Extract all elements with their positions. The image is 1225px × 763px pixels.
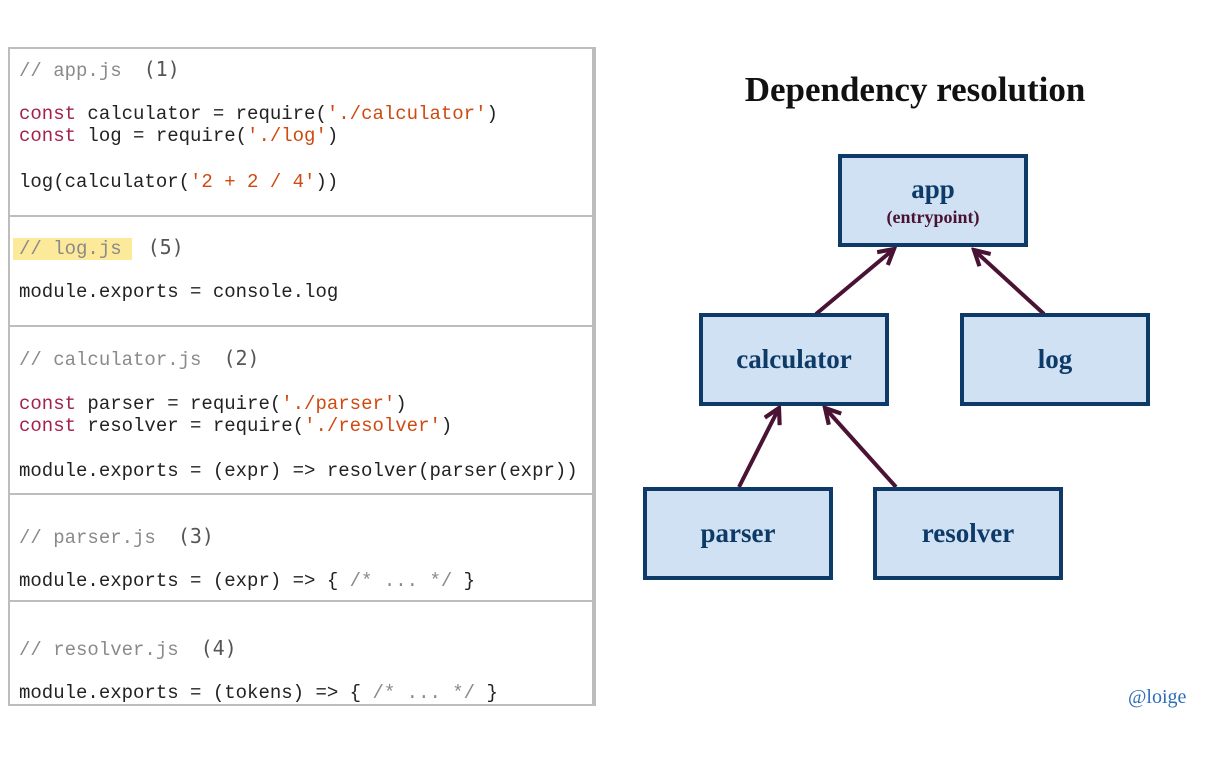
code-block-app: // app.js (1) const calculator = require(… <box>10 49 592 217</box>
code-text: } <box>475 682 498 704</box>
node-app: app (entrypoint) <box>838 154 1028 247</box>
node-parser: parser <box>643 487 833 580</box>
order-number: (3) <box>177 524 214 548</box>
order-number: (5) <box>147 235 184 259</box>
code-line: const calculator = require('./calculator… <box>19 103 498 125</box>
code-text: parser = require( <box>76 393 282 415</box>
code-text: ) <box>326 125 339 147</box>
code-text: calculator = require( <box>76 103 327 125</box>
author-handle: @loige <box>1128 686 1187 708</box>
keyword: const <box>19 103 77 125</box>
code-block-parser: // parser.js (3) module.exports = (expr) … <box>10 495 592 602</box>
diagram-title: Dependency resolution <box>744 70 1086 109</box>
node-label: resolver <box>921 518 1015 548</box>
code-comment: /* ... */ <box>349 570 453 592</box>
code-line: module.exports = (expr) => resolver(pars… <box>19 460 578 482</box>
string-literal: './parser' <box>281 393 396 415</box>
file-comment: // resolver.js <box>19 639 179 661</box>
code-line: module.exports = console.log <box>19 281 339 303</box>
code-text: resolver = require( <box>76 415 305 437</box>
string-literal: './resolver' <box>304 415 441 437</box>
code-line: module.exports = (expr) => { /* ... */ } <box>19 570 475 592</box>
code-line: const resolver = require('./resolver') <box>19 415 452 437</box>
arrow-log-to-app <box>974 250 1046 316</box>
order-number: (2) <box>223 346 260 370</box>
code-block-calculator: // calculator.js (2) const parser = requi… <box>10 327 592 495</box>
string-literal: './calculator' <box>326 103 487 125</box>
arrow-resolver-to-calculator <box>825 408 898 489</box>
comment-line: // calculator.js (2) <box>19 347 260 371</box>
node-label: parser <box>700 518 776 548</box>
code-text: ) <box>440 415 453 437</box>
code-panel: // app.js (1) const calculator = require(… <box>8 47 596 706</box>
file-comment: // app.js <box>19 60 122 82</box>
node-sublabel: (entrypoint) <box>886 206 980 227</box>
file-comment: // parser.js <box>19 527 156 549</box>
node-label: calculator <box>736 344 852 374</box>
code-text: module.exports = (tokens) => { <box>19 682 373 704</box>
keyword: const <box>19 393 77 415</box>
string-literal: '2 + 2 / 4' <box>190 171 316 193</box>
comment-line: // app.js (1) <box>19 58 180 82</box>
node-resolver: resolver <box>873 487 1063 580</box>
code-comment: /* ... */ <box>372 682 476 704</box>
code-line: const parser = require('./parser') <box>19 393 407 415</box>
code-text: ) <box>486 103 498 125</box>
code-line: module.exports = (tokens) => { /* ... */… <box>19 682 498 704</box>
code-block-log: // log.js (5) module.exports = console.lo… <box>10 217 592 327</box>
comment-line: // log.js (5) <box>13 235 184 260</box>
code-text: log(calculator( <box>19 171 191 193</box>
code-text: } <box>452 570 476 592</box>
code-text: )) <box>315 171 339 193</box>
code-block-resolver: // resolver.js (4) module.exports = (toke… <box>10 602 592 704</box>
file-comment: // calculator.js <box>19 349 202 371</box>
comment-line: // resolver.js (4) <box>19 637 237 661</box>
code-text: log = require( <box>76 125 248 147</box>
keyword: const <box>19 415 77 437</box>
node-label: app <box>911 173 955 204</box>
comment-line: // parser.js (3) <box>19 525 214 549</box>
code-line: const log = require('./log') <box>19 125 338 147</box>
arrow-calculator-to-app <box>814 249 894 316</box>
node-calculator: calculator <box>699 313 889 406</box>
code-text: module.exports = (expr) => { <box>19 570 350 592</box>
string-literal: './log' <box>247 125 327 147</box>
node-log: log <box>960 313 1150 406</box>
keyword: const <box>19 125 77 147</box>
node-label: log <box>1037 344 1073 374</box>
code-line: log(calculator('2 + 2 / 4')) <box>19 171 338 193</box>
file-comment: // log.js <box>13 238 132 260</box>
order-number: (4) <box>200 636 237 660</box>
arrow-parser-to-calculator <box>737 408 779 488</box>
code-text: ) <box>395 393 407 415</box>
order-number: (1) <box>143 57 180 81</box>
